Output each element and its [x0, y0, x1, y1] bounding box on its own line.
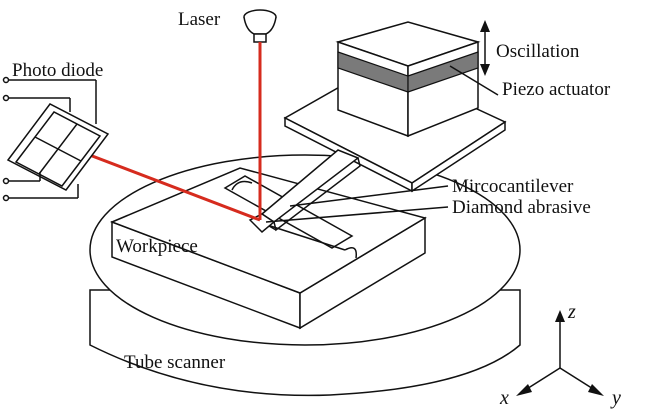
laser-source-icon	[243, 9, 277, 43]
workpiece-label: Workpiece	[116, 236, 198, 257]
x-axis-label: x	[499, 387, 509, 409]
diamond-abrasive-label: Diamond abrasive	[452, 197, 591, 218]
leader-lines	[265, 65, 499, 223]
piezo-actuator-label: Piezo actuator	[502, 79, 611, 100]
piezo-layer-side	[407, 51, 479, 93]
microcantilever-label: Mircocantilever	[452, 176, 574, 197]
tube-scanner-label: Tube scanner	[124, 352, 226, 373]
piezo-cube	[335, 21, 481, 138]
photo-diode-label: Photo diode	[12, 60, 103, 81]
oscillation-label: Oscillation	[496, 41, 580, 62]
oscillation-arrow	[480, 20, 490, 76]
laser-label: Laser	[178, 9, 221, 30]
scratch-groove	[223, 175, 358, 259]
y-axis-label: y	[610, 387, 621, 409]
photo-diode-icon	[2, 76, 110, 202]
z-axis-label: z	[567, 301, 576, 323]
coordinate-axes	[516, 310, 604, 396]
